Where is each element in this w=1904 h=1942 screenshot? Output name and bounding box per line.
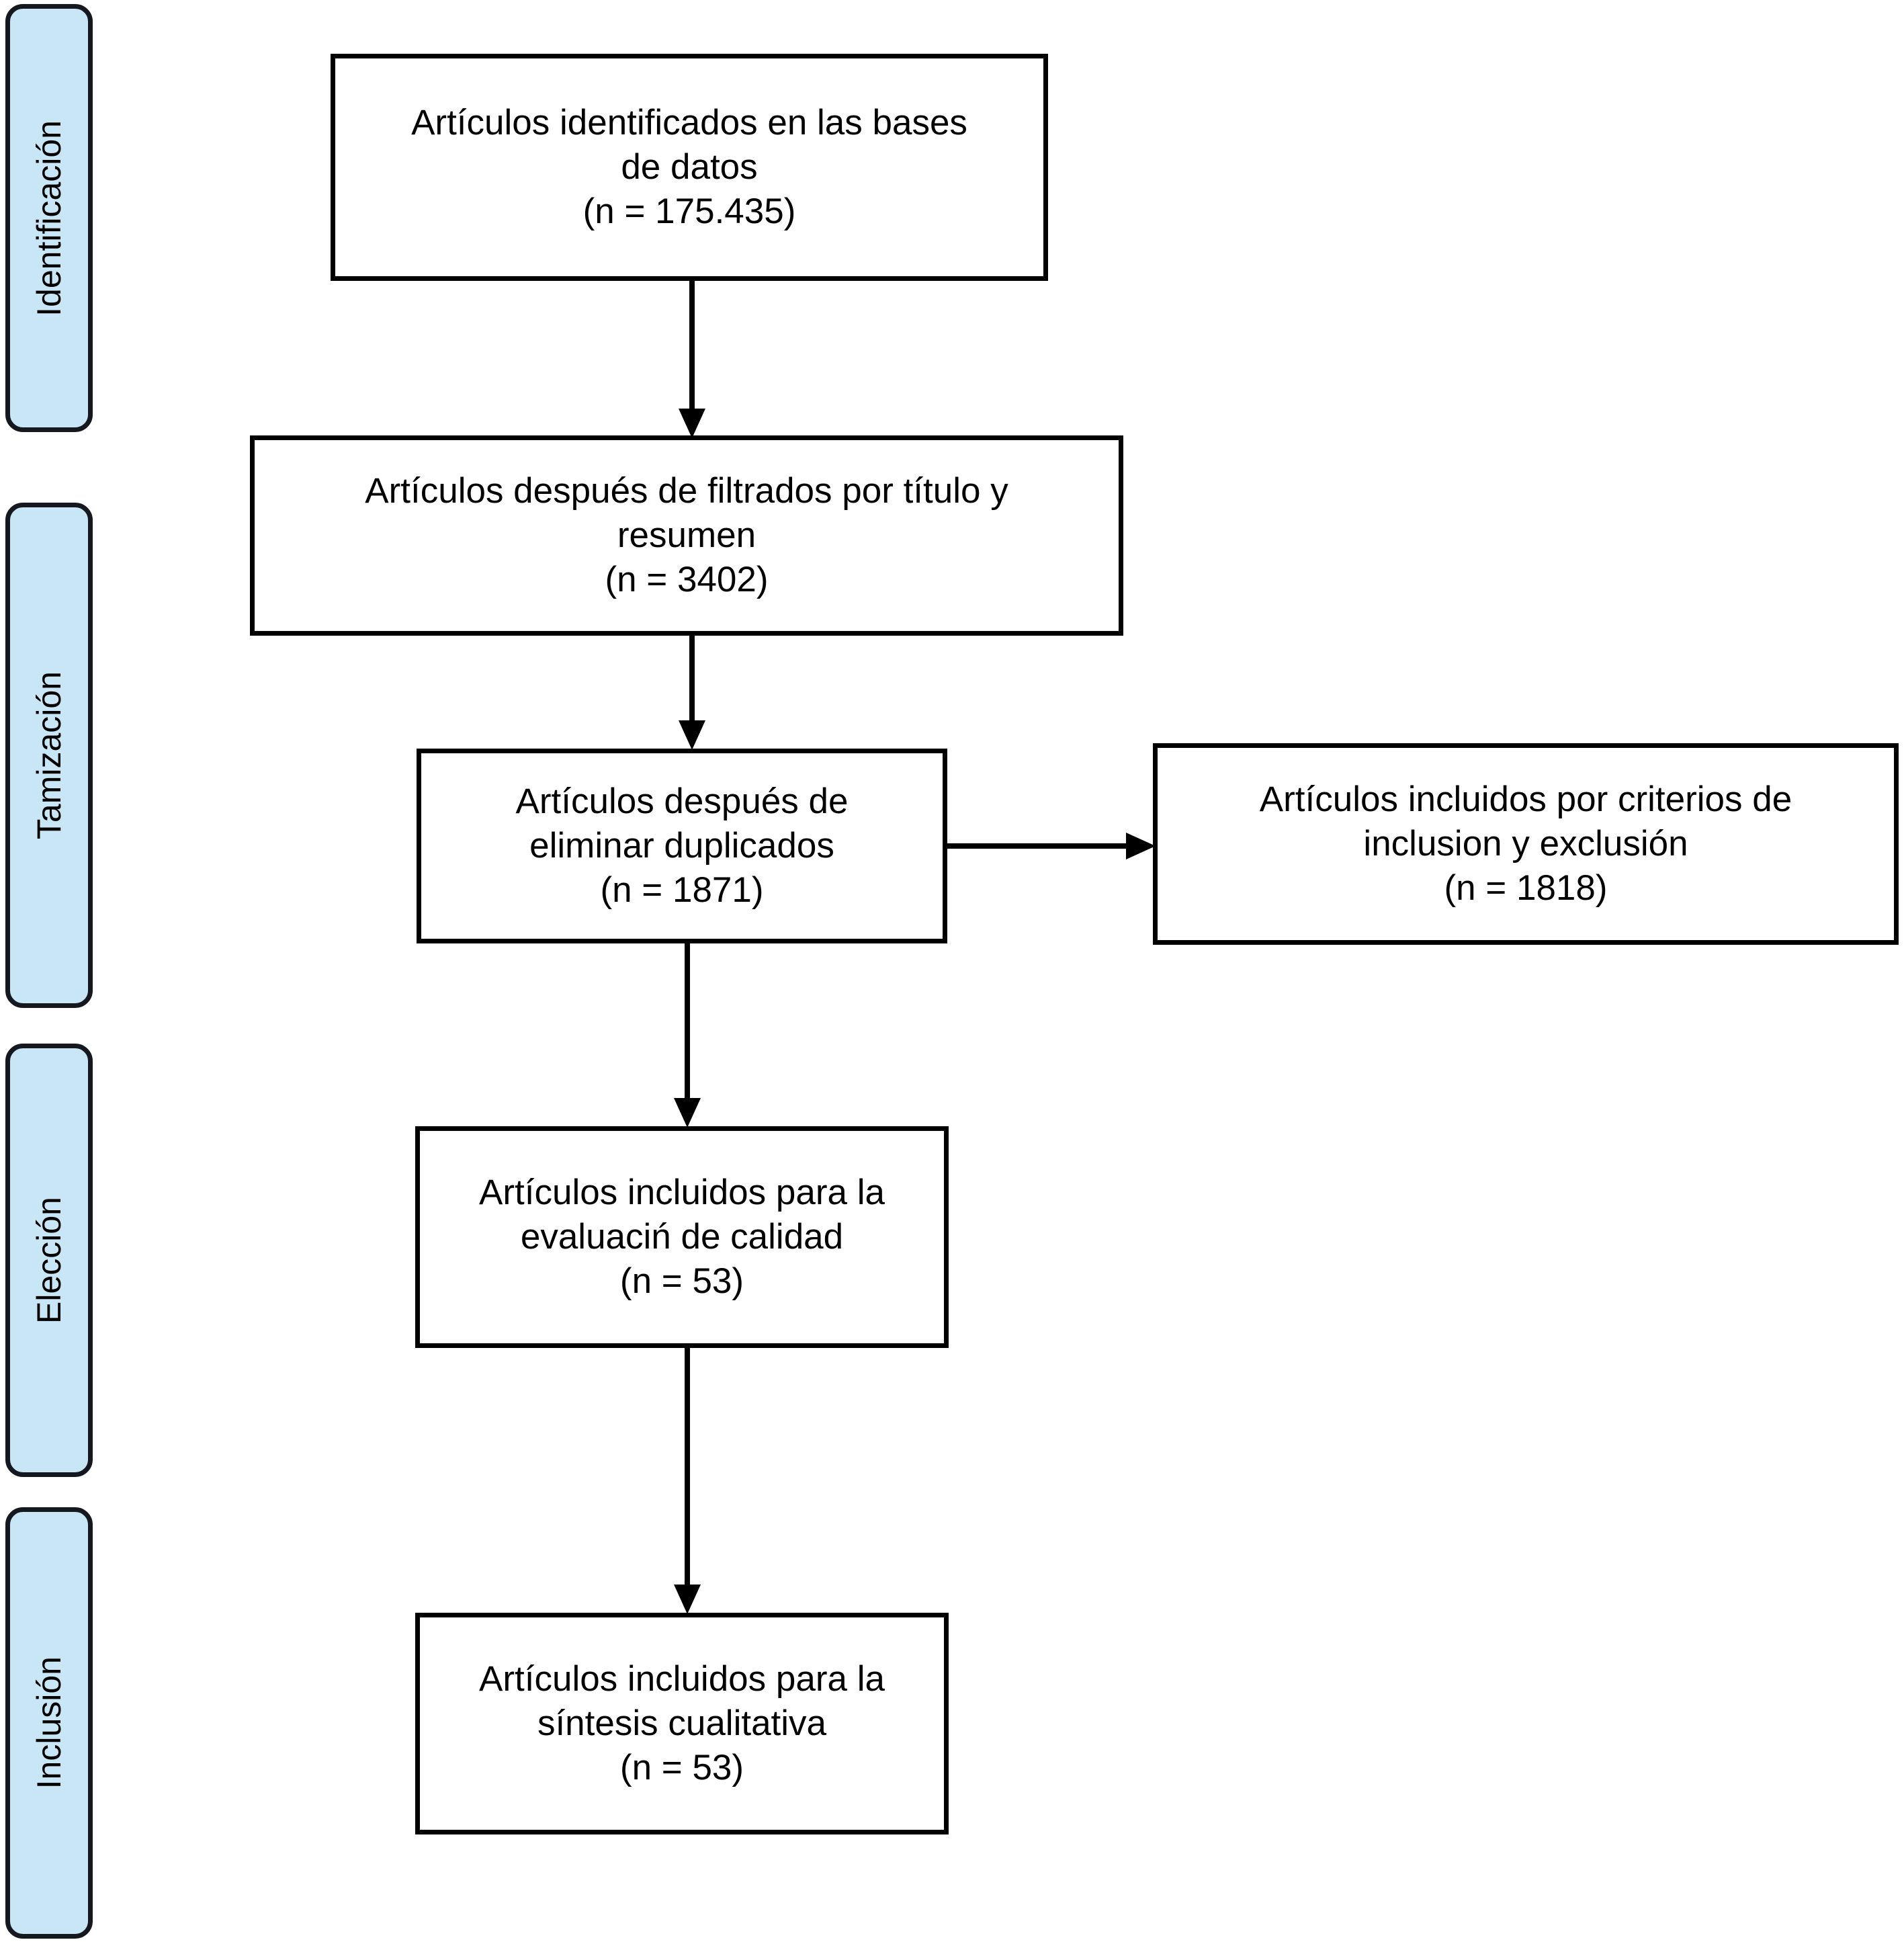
phase-tab-eleccion: Elección	[5, 1044, 93, 1477]
connector-identificados-to-filtrados	[679, 277, 705, 441]
phase-label-identificacion: Identificación	[30, 120, 68, 316]
flow-box-identificados-text: Artículos identificados en las bases de …	[411, 103, 967, 231]
phase-label-inclusion: Inclusión	[30, 1656, 68, 1789]
flow-box-filtrados-titulo-resumen-text: Artículos después de filtrados por títul…	[365, 471, 1008, 599]
phase-label-tamizacion: Tamización	[30, 671, 68, 840]
phase-tab-tamizacion: Tamización	[5, 503, 93, 1008]
flow-box-identificados: Artículos identificados en las bases de …	[331, 54, 1048, 281]
phase-label-eleccion: Elección	[30, 1197, 68, 1324]
flow-box-criterios-inclusion-exclusion: Artículos incluidos por criterios de inc…	[1153, 743, 1899, 945]
connector-evaluacion-to-sintesis	[674, 1344, 701, 1617]
flow-box-sin-duplicados-text: Artículos después de eliminar duplicados…	[515, 782, 849, 910]
flow-box-evaluacion-calidad: Artículos incluidos para la evaluaciń de…	[415, 1126, 949, 1348]
flow-box-evaluacion-calidad-text: Artículos incluidos para la evaluaciń de…	[479, 1173, 885, 1301]
connector-sin-duplicados-to-criterios	[943, 833, 1158, 859]
connector-filtrados-to-sin-duplicados	[679, 632, 705, 753]
connector-sin-duplicados-to-evaluacion	[674, 939, 701, 1130]
flow-box-filtrados-titulo-resumen: Artículos después de filtrados por títul…	[250, 435, 1123, 636]
flow-box-sintesis-cualitativa: Artículos incluidos para la síntesis cua…	[415, 1613, 949, 1834]
flow-box-sintesis-cualitativa-text: Artículos incluidos para la síntesis cua…	[479, 1659, 885, 1787]
phase-tab-inclusion: Inclusión	[5, 1507, 93, 1939]
flow-box-sin-duplicados: Artículos después de eliminar duplicados…	[417, 749, 947, 943]
phase-tab-identificacion: Identificación	[5, 4, 93, 432]
flow-box-criterios-inclusion-exclusion-text: Artículos incluidos por criterios de inc…	[1259, 779, 1792, 908]
